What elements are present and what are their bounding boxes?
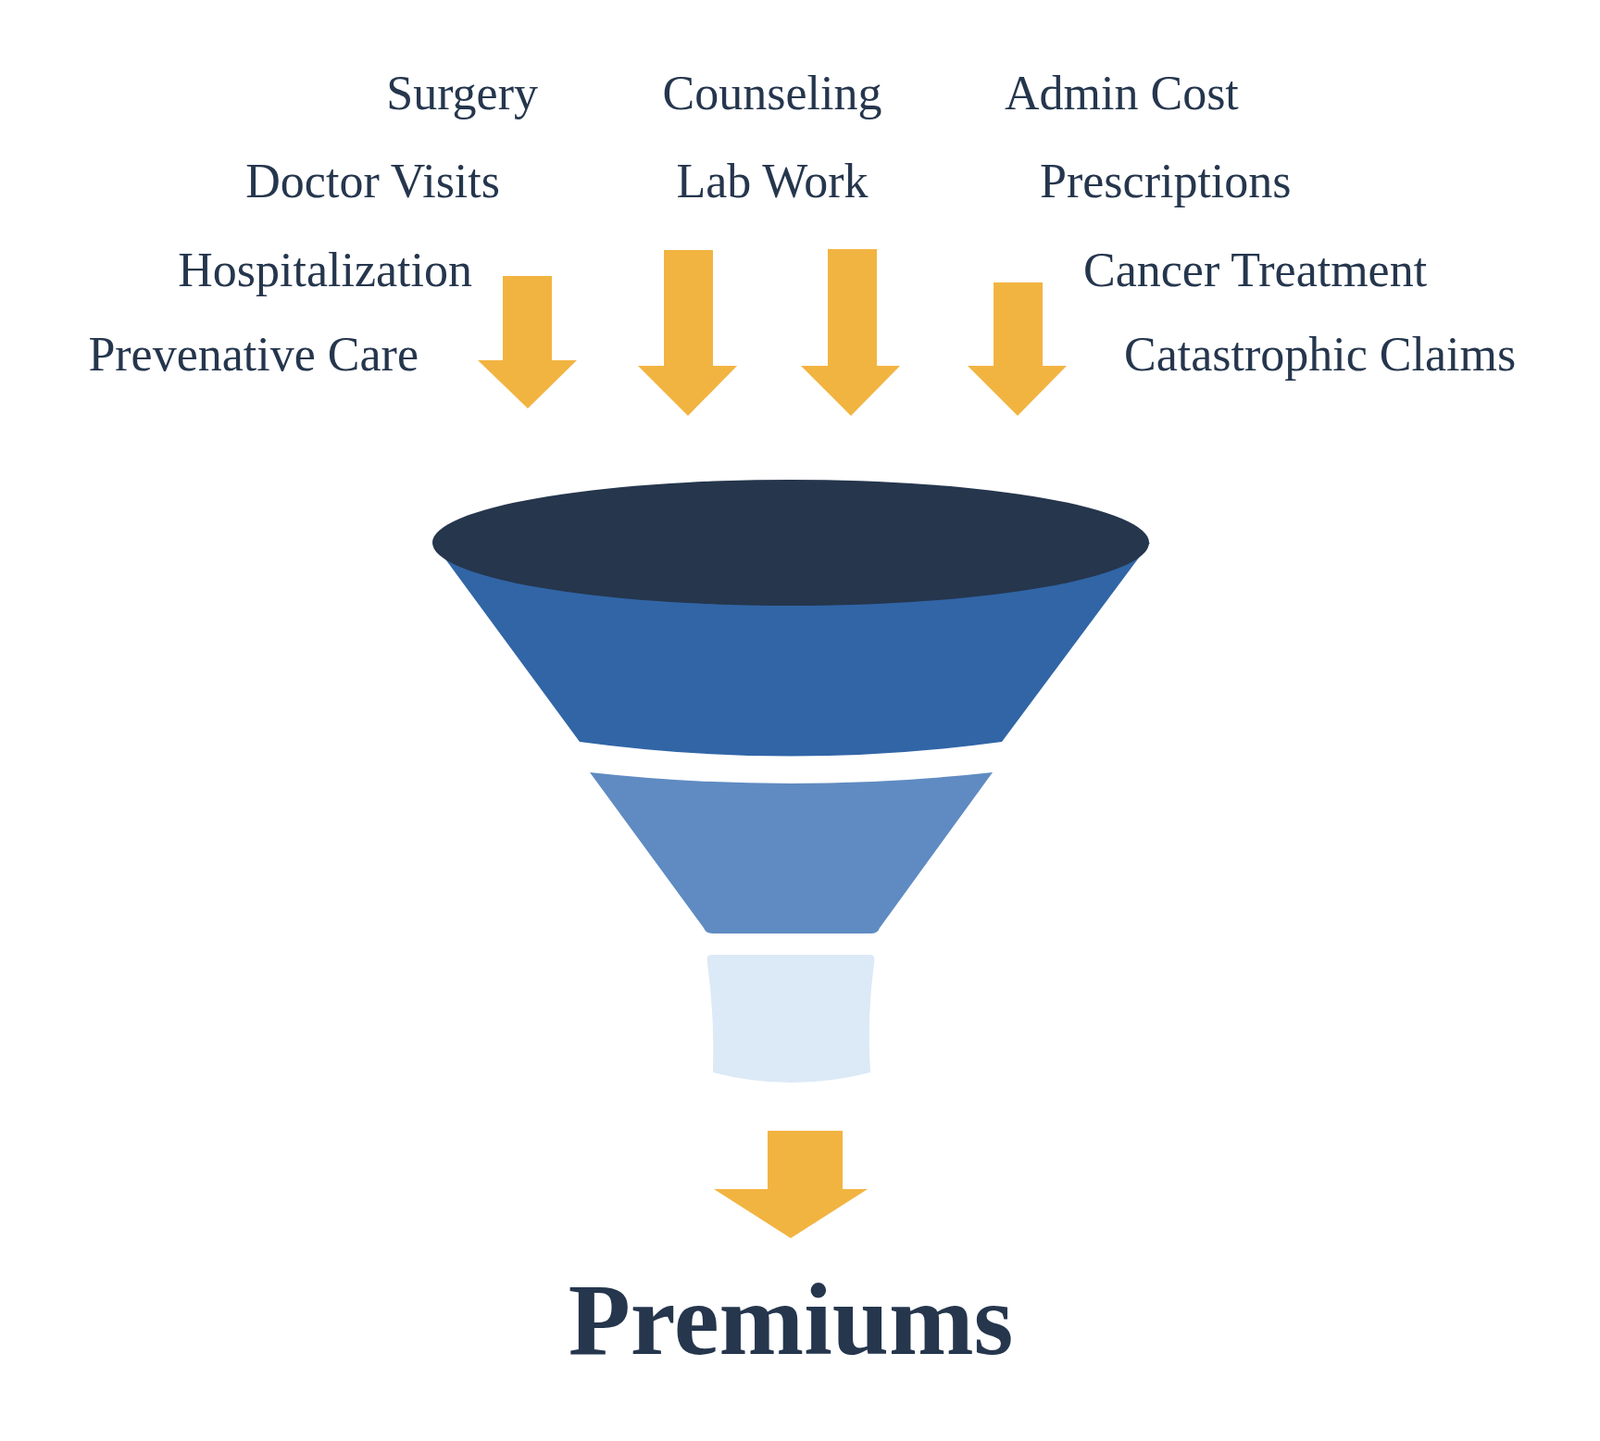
output-label: Premiums — [568, 1263, 1014, 1376]
cost-label: Prescriptions — [1039, 154, 1292, 208]
cost-label: Counseling — [662, 66, 883, 120]
down-arrow — [967, 282, 1067, 416]
funnel-spout — [707, 954, 875, 1083]
down-arrow — [800, 249, 900, 416]
down-arrow — [637, 250, 738, 416]
funnel-middle — [589, 772, 993, 934]
cost-label: Admin Cost — [1004, 66, 1239, 120]
cost-label: Prevenative Care — [87, 327, 419, 381]
cost-label: Catastrophic Claims — [1124, 327, 1516, 381]
cost-label: Lab Work — [675, 154, 868, 208]
down-arrow — [477, 275, 577, 409]
cost-label: Hospitalization — [177, 243, 473, 297]
cost-label: Surgery — [386, 66, 538, 120]
cost-label: Doctor Visits — [245, 154, 500, 208]
output-arrow — [713, 1130, 868, 1238]
cost-label: Cancer Treatment — [1083, 243, 1427, 297]
funnel-mouth — [432, 479, 1150, 606]
